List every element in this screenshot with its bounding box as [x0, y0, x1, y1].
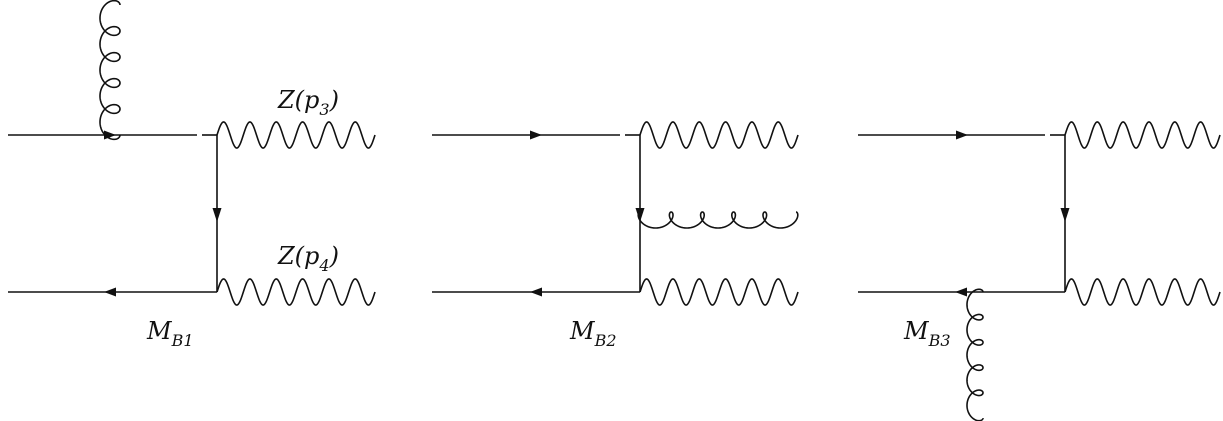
fermion-arrow-right	[956, 130, 968, 140]
z-boson-p3-wave	[216, 121, 376, 149]
diagram-label-mb1: MB1	[146, 317, 194, 350]
fermion-arrow-left	[104, 287, 116, 297]
diagram-label-mb3: MB3	[903, 317, 951, 350]
diagram-mb1: Z(p3) Z(p4) MB1	[8, 0, 376, 350]
z-label-p3: Z(p3)	[277, 86, 339, 119]
gluon-emission-top	[99, 0, 121, 141]
fermion-arrow-left	[530, 287, 542, 297]
z-label-p4: Z(p4)	[277, 242, 339, 275]
gluon-emission-middle	[637, 211, 799, 229]
gluon-emission-bottom	[966, 288, 984, 421]
fermion-arrow-down	[1060, 208, 1070, 222]
fermion-arrow-down	[635, 208, 645, 222]
fermion-arrow-left	[955, 287, 967, 297]
fermion-arrow-down	[212, 208, 222, 222]
fermion-arrow-right	[530, 130, 542, 140]
z-boson-wave-bottom	[639, 278, 799, 306]
z-boson-wave-top	[1064, 121, 1221, 149]
diagram-mb3: MB3	[858, 121, 1221, 421]
z-boson-wave-bottom	[1064, 278, 1221, 306]
z-boson-wave-top	[639, 121, 799, 149]
diagram-mb2: MB2	[432, 121, 799, 350]
z-boson-p4-wave	[216, 278, 376, 306]
diagram-label-mb2: MB2	[569, 317, 617, 350]
